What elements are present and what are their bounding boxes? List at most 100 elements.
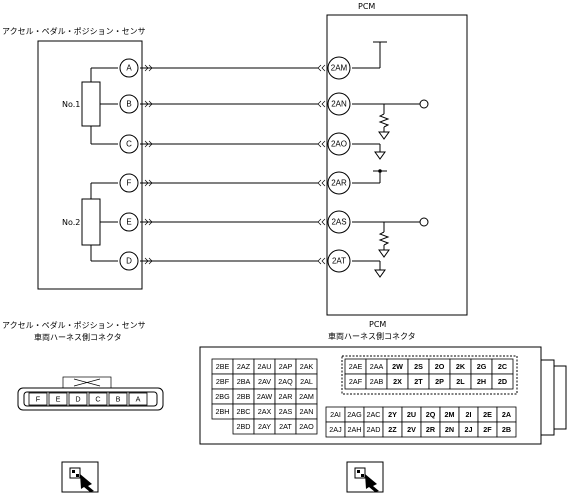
pcm-connector-cell-label: 2BE <box>216 362 230 371</box>
sensor-label-no1: No.1 <box>62 100 80 109</box>
pcm-connector-cell-label: 2S <box>414 362 423 371</box>
pcm-connector-cell-label: 2I <box>466 410 472 419</box>
left-connector-pin <box>48 392 68 406</box>
sensor-title: アクセル・ペダル・ポジション・センサ <box>2 26 146 36</box>
keyed-block-outline <box>341 355 518 395</box>
sensor-label-no2: No.2 <box>62 218 80 227</box>
pcm-connector-cell-label: 2AE <box>349 362 363 371</box>
pcm-title: PCM <box>358 2 375 11</box>
pcm-connector-cell-label: 2AW <box>257 392 273 401</box>
sensor-pin-circle <box>119 58 139 78</box>
pcm-pin-circle <box>327 171 351 195</box>
left-connector-pin <box>68 392 88 406</box>
pcm-connector-cell-label: 2L <box>456 377 465 386</box>
sensor-pin-label: C <box>126 140 132 149</box>
left-connector-pin <box>108 392 128 406</box>
pcm-connector-cell-label: 2K <box>456 362 466 371</box>
right-connector: 2BE 2AZ 2AU 2AP 2AK 2BF 2BA 2AV 2AQ 2AL 2BG 2BB 2AW 2… <box>199 346 567 445</box>
pcm-connector-cell-label: 2AA <box>370 362 384 371</box>
left-connector-pin <box>128 392 148 406</box>
pcm-connector-cell-label: 2BD <box>237 422 251 431</box>
pcm-connector-cell-label: 2T <box>414 377 423 386</box>
left-connector-pin-label: C <box>95 395 100 404</box>
connector-probe-icon <box>61 461 99 493</box>
pcm-connector-cell-label: 2J <box>465 425 473 434</box>
pcm-connector-cell-label: 2AO <box>299 422 314 431</box>
pcm-connector-cell-label: 2AM <box>299 392 314 401</box>
pcm-pin-label: 2AR <box>331 179 347 188</box>
pcm-pin-circle <box>327 249 351 273</box>
pcm-connector-cell-label: 2AY <box>258 422 271 431</box>
pcm-connector-cell-label: 2AP <box>279 362 293 371</box>
pcm-connector-cell-label: 2AI <box>330 410 341 419</box>
pcm-pin-label: 2AT <box>332 257 346 266</box>
pcm-connector-cell-label: 2C <box>498 362 507 371</box>
pcm-connector-cell-label: 2AV <box>258 377 271 386</box>
sensor-pin-circle <box>119 212 139 232</box>
pcm-connector-cell-label: 2AJ <box>329 425 342 434</box>
pcm-connector-cell-label: 2BB <box>237 392 251 401</box>
sensor-pin-circle <box>119 251 139 271</box>
pcm-connector-cell-label: 2AQ <box>278 377 293 386</box>
left-connector-title-2: 車両ハーネス側コネクタ <box>34 332 122 342</box>
pcm-connector-cell-label: 2Z <box>388 425 397 434</box>
sensor-box <box>37 40 143 290</box>
pcm-connector-cell-label: 2AN <box>300 407 314 416</box>
sensor-element-no1: No.1 <box>62 67 118 145</box>
pcm-pin-circle <box>327 132 351 156</box>
pcm-connector-cell-label: 2BA <box>237 377 251 386</box>
sensor-pin-circle <box>119 173 139 193</box>
left-connector-pin-label: B <box>116 395 121 404</box>
left-connector-pin <box>88 392 108 406</box>
pcm-connector-cell-label: 2H <box>477 377 486 386</box>
pcm-connector-cell-label: 2O <box>435 362 445 371</box>
pcm-connector-cell-label: 2U <box>407 410 416 419</box>
pcm-connector-cell-label: 2AX <box>258 407 272 416</box>
pcm-pin-circle <box>327 210 351 234</box>
pcm-connector-cell-label: 2BC <box>237 407 251 416</box>
pcm-connector-cell-label: 2W <box>392 362 403 371</box>
pcm-connector-cell-label: 2BF <box>216 377 230 386</box>
right-connector-title-1: PCM <box>369 320 386 329</box>
pcm-connector-cell-label: 2AU <box>258 362 272 371</box>
pcm-connector-cell-label: 2AK <box>300 362 314 371</box>
pcm-connector-cell-label: 2V <box>407 425 416 434</box>
left-connector-pin-label: E <box>56 395 61 404</box>
pcm-connector-cell-label: 2R <box>426 425 436 434</box>
pcm-connector-cell-label: 2AF <box>349 377 363 386</box>
pcm-connector-cell-label: 2AG <box>347 410 362 419</box>
pcm-connector-cell-label: 2AL <box>300 377 313 386</box>
pcm-connector-cell-label: 2D <box>498 377 507 386</box>
pcm-connector-cell-label: 2AS <box>279 407 293 416</box>
pcm-connector-cell-label: 2BG <box>215 392 230 401</box>
pcm-connector-cell-label: 2AZ <box>237 362 251 371</box>
pcm-connector-cell <box>295 418 318 435</box>
left-connector-pin-label: D <box>75 395 80 404</box>
sensor-pin-label: F <box>127 179 132 188</box>
pcm-connector-cell-label: 2AT <box>279 422 292 431</box>
pcm-pin-label: 2AO <box>331 140 347 149</box>
pcm-connector-cell-label: 2BH <box>216 407 230 416</box>
pcm-connector-cell-label: 2A <box>502 410 511 419</box>
pcm-connector-cell-label: 2X <box>393 377 402 386</box>
pcm-connector-cell-label: 2G <box>477 362 487 371</box>
pcm-connector-cell-label: 2B <box>502 425 511 434</box>
left-connector-pin-label: A <box>136 395 141 404</box>
sensor-pin-label: E <box>126 218 131 227</box>
resistor-no2 <box>81 198 101 246</box>
pcm-connector-cell-label: 2Q <box>426 410 436 419</box>
pcm-connector-cell <box>496 421 517 438</box>
left-connector-pin-label: F <box>36 395 41 404</box>
left-connector-title-1: アクセル・ペダル・ポジション・センサ <box>2 320 146 330</box>
pcm-pin-label: 2AM <box>331 64 348 73</box>
sensor-pin-circle <box>119 134 139 154</box>
pcm-connector-cell-label: 2AD <box>367 425 381 434</box>
pcm-connector-cell-label: 2AB <box>370 377 384 386</box>
sensor-element-no2: No.2 <box>62 182 118 262</box>
pcm-pin-circle <box>327 56 351 80</box>
left-connector-pin <box>28 392 48 406</box>
pcm-pin-circle <box>327 92 351 116</box>
